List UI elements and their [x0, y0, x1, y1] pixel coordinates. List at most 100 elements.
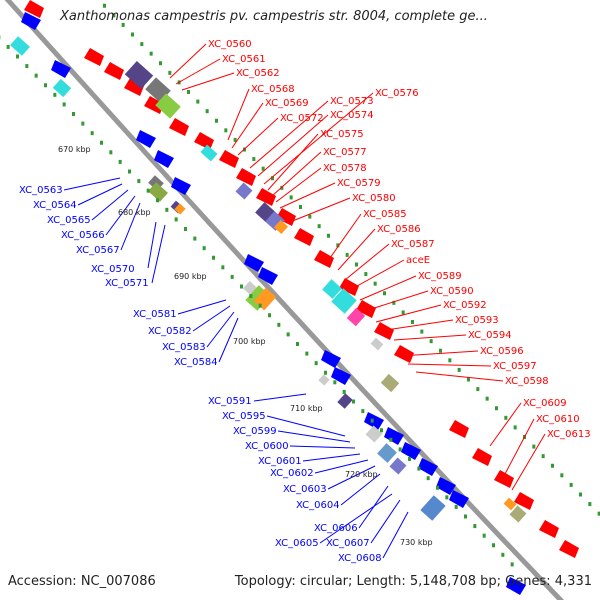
gene-label[interactable]: XC_0606: [314, 523, 358, 534]
reverse-gene-arrow[interactable]: [506, 577, 526, 595]
gene-label[interactable]: XC_0604: [296, 500, 340, 511]
forward-gene-arrow[interactable]: [339, 278, 359, 296]
gene-block[interactable]: [509, 505, 527, 523]
gene-label[interactable]: XC_0591: [208, 396, 252, 407]
gene-label[interactable]: XC_0577: [323, 147, 367, 158]
gene-label[interactable]: XC_0590: [430, 286, 474, 297]
gene-label[interactable]: XC_0596: [480, 346, 524, 357]
forward-gene-arrow[interactable]: [256, 188, 276, 206]
gene-block[interactable]: [370, 337, 384, 351]
gene-block[interactable]: [389, 457, 407, 475]
forward-gene-arrow[interactable]: [356, 300, 376, 318]
reverse-gene-arrow[interactable]: [171, 177, 191, 195]
gene-label[interactable]: XC_0602: [270, 468, 314, 479]
gene-block[interactable]: [124, 60, 154, 90]
gene-label[interactable]: XC_0583: [162, 342, 206, 353]
gene-label[interactable]: XC_0576: [375, 88, 419, 99]
gene-label[interactable]: XC_0582: [148, 326, 192, 337]
gene-label[interactable]: XC_0607: [326, 538, 370, 549]
gene-label[interactable]: XC_0566: [61, 230, 105, 241]
forward-gene-arrow[interactable]: [169, 118, 189, 136]
forward-gene-arrow[interactable]: [394, 345, 414, 363]
gene-block[interactable]: [377, 443, 397, 463]
gene-block[interactable]: [322, 279, 342, 299]
gene-label[interactable]: XC_0593: [455, 315, 499, 326]
gene-label[interactable]: XC_0601: [258, 456, 302, 467]
gene-label[interactable]: XC_0599: [233, 426, 277, 437]
gene-label[interactable]: XC_0603: [283, 484, 327, 495]
gene-block[interactable]: [346, 307, 366, 327]
gene-block[interactable]: [10, 36, 30, 56]
forward-gene-arrow[interactable]: [539, 520, 559, 538]
reverse-gene-arrow[interactable]: [136, 130, 156, 148]
gene-label[interactable]: XC_0608: [338, 553, 382, 564]
gene-block[interactable]: [380, 373, 400, 393]
gene-label[interactable]: XC_0585: [363, 209, 407, 220]
gene-label[interactable]: XC_0594: [468, 330, 512, 341]
gene-label[interactable]: XC_0579: [337, 178, 381, 189]
gene-label[interactable]: aceE: [406, 255, 430, 266]
reverse-gene-arrow[interactable]: [154, 150, 174, 168]
reverse-gene-arrow[interactable]: [364, 412, 384, 430]
gene-label[interactable]: XC_0584: [174, 357, 218, 368]
gene-block[interactable]: [331, 288, 357, 314]
forward-gene-arrow[interactable]: [559, 540, 579, 558]
reverse-gene-arrow[interactable]: [51, 60, 71, 78]
gene-label[interactable]: XC_0578: [323, 163, 367, 174]
forward-gene-arrow[interactable]: [472, 448, 492, 466]
gene-block[interactable]: [420, 495, 446, 521]
forward-gene-arrow[interactable]: [104, 62, 124, 80]
gene-label[interactable]: XC_0605: [275, 538, 319, 549]
forward-gene-arrow[interactable]: [24, 0, 44, 18]
gene-label[interactable]: XC_0560: [208, 39, 252, 50]
gene-block[interactable]: [365, 425, 383, 443]
reverse-gene-arrow[interactable]: [244, 254, 264, 272]
forward-gene-arrow[interactable]: [144, 96, 164, 114]
gene-label[interactable]: XC_0580: [352, 193, 396, 204]
forward-gene-arrow[interactable]: [124, 78, 144, 96]
gene-label[interactable]: XC_0568: [251, 84, 295, 95]
gene-label[interactable]: XC_0586: [377, 224, 421, 235]
gene-label[interactable]: XC_0571: [105, 278, 149, 289]
gene-label[interactable]: XC_0587: [391, 239, 435, 250]
gene-label[interactable]: XC_0565: [47, 215, 91, 226]
reverse-gene-arrow[interactable]: [321, 350, 341, 368]
gene-label[interactable]: XC_0563: [19, 185, 63, 196]
forward-gene-arrow[interactable]: [449, 420, 469, 438]
gene-label[interactable]: XC_0592: [443, 300, 487, 311]
gene-block[interactable]: [155, 93, 181, 119]
reverse-gene-arrow[interactable]: [449, 490, 469, 508]
gene-label[interactable]: XC_0589: [418, 271, 462, 282]
gene-block[interactable]: [273, 219, 289, 235]
gene-label[interactable]: XC_0561: [222, 54, 266, 65]
gene-label[interactable]: XC_0598: [505, 376, 549, 387]
gene-label[interactable]: XC_0581: [133, 309, 177, 320]
reverse-gene-arrow[interactable]: [331, 367, 351, 385]
reverse-gene-arrow[interactable]: [401, 442, 421, 460]
gene-block[interactable]: [52, 78, 72, 98]
gene-label[interactable]: XC_0573: [330, 96, 374, 107]
gene-block[interactable]: [503, 497, 517, 511]
forward-gene-arrow[interactable]: [236, 168, 256, 186]
gene-label[interactable]: XC_0609: [523, 398, 567, 409]
forward-gene-arrow[interactable]: [374, 322, 394, 340]
forward-gene-arrow[interactable]: [194, 132, 214, 150]
forward-gene-arrow[interactable]: [294, 228, 314, 246]
gene-label[interactable]: XC_0570: [91, 264, 135, 275]
gene-label[interactable]: XC_0597: [493, 361, 537, 372]
gene-block[interactable]: [318, 374, 330, 386]
forward-gene-arrow[interactable]: [314, 250, 334, 268]
gene-block[interactable]: [337, 393, 353, 409]
gene-label[interactable]: XC_0562: [236, 68, 280, 79]
gene-label[interactable]: XC_0610: [536, 414, 580, 425]
forward-gene-arrow[interactable]: [219, 150, 239, 168]
reverse-gene-arrow[interactable]: [258, 267, 278, 285]
gene-label[interactable]: XC_0574: [330, 110, 374, 121]
forward-gene-arrow[interactable]: [514, 492, 534, 510]
forward-gene-arrow[interactable]: [494, 470, 514, 488]
gene-label[interactable]: XC_0613: [547, 429, 591, 440]
gene-block[interactable]: [235, 182, 253, 200]
reverse-gene-arrow[interactable]: [21, 12, 41, 30]
reverse-gene-arrow[interactable]: [384, 427, 404, 445]
reverse-gene-arrow[interactable]: [436, 477, 456, 495]
